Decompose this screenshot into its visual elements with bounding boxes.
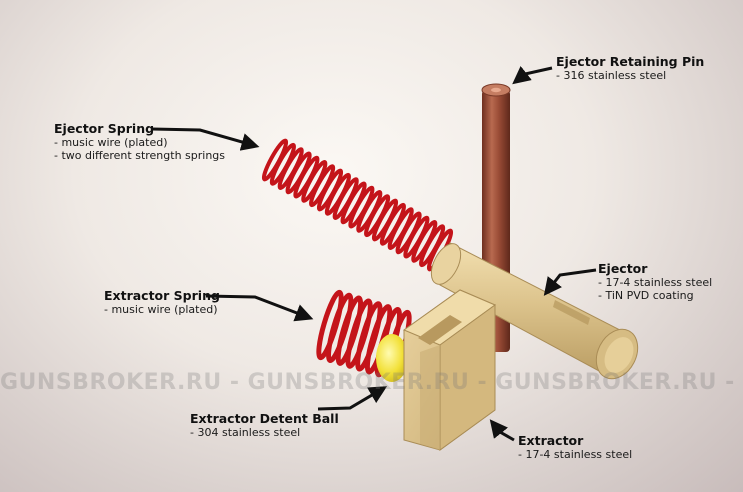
ejector-spring-note: - two different strength springs [54,148,226,162]
ejector-retaining-pin-title: Ejector Retaining Pin [556,54,705,69]
leader-arrows [151,65,597,442]
label-extractor: Extractor - 17-4 stainless steel [518,433,633,462]
arrow-ejector-retaining-pin [512,65,553,85]
ejector-coating: - TiN PVD coating [598,288,694,302]
label-extractor-detent-ball: Extractor Detent Ball - 304 stainless st… [190,411,339,440]
extractor-detent-ball-shape [376,334,408,382]
label-extractor-spring: Extractor Spring - music wire (plated) [104,288,220,317]
arrow-extractor-detent-ball [317,386,388,411]
ejector-spring-shape [261,138,454,272]
ejector-material: - 17-4 stainless steel [598,275,713,289]
extractor-title: Extractor [518,433,584,448]
label-ejector-spring: Ejector Spring - music wire (plated) - t… [54,121,226,163]
watermark: GUNSBROKER.RU - GUNSBROKER.RU - GUNSBROK… [0,370,743,395]
extractor-shape [402,289,497,451]
ejector-retaining-pin-material: - 316 stainless steel [556,68,667,82]
arrow-extractor-spring [205,294,314,322]
extractor-detent-ball-title: Extractor Detent Ball [190,411,339,426]
arrow-ejector [543,268,597,296]
ejector-spring-title: Ejector Spring [54,121,155,136]
ejector-spring-material: - music wire (plated) [54,135,168,149]
label-ejector-retaining-pin: Ejector Retaining Pin - 316 stainless st… [556,54,705,83]
arrow-ejector-spring [151,127,260,151]
extractor-spring-material: - music wire (plated) [104,302,218,316]
ejector-title: Ejector [598,261,648,276]
extractor-material: - 17-4 stainless steel [518,447,633,461]
extractor-spring-title: Extractor Spring [104,288,220,303]
ejector-shape [430,242,639,380]
arrow-extractor [489,419,515,442]
label-ejector: Ejector - 17-4 stainless steel - TiN PVD… [598,261,713,303]
extractor-detent-ball-material: - 304 stainless steel [190,425,301,439]
